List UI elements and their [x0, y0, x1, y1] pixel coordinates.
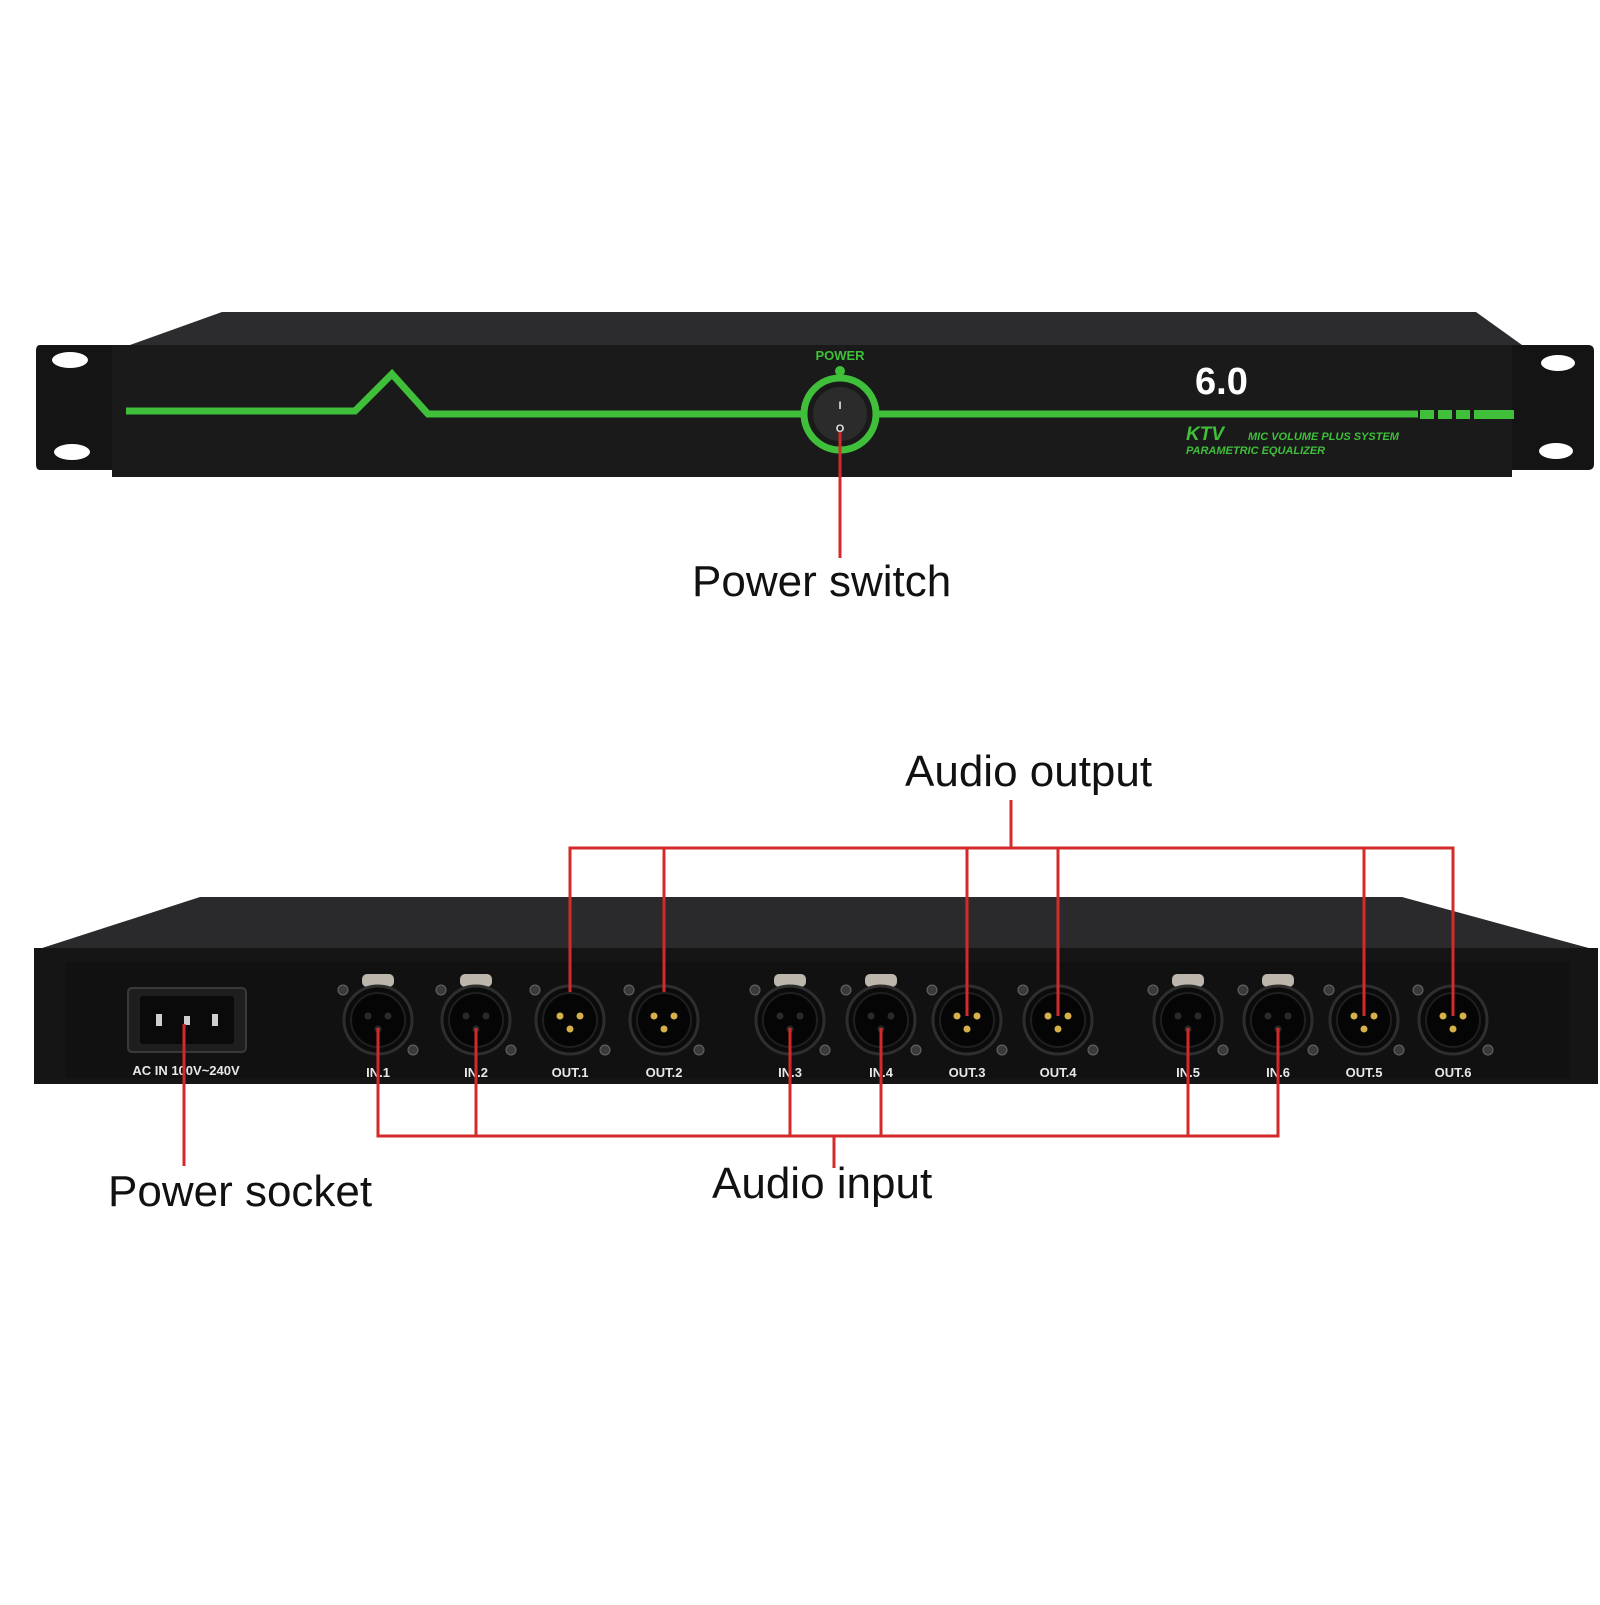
port-label: OUT.3: [949, 1065, 986, 1080]
iec-power-socket-icon[interactable]: [127, 987, 247, 1053]
power-led: [835, 366, 845, 376]
xlr-male-icon[interactable]: OUT.2: [623, 984, 705, 1080]
model-number: 6.0: [1195, 361, 1248, 403]
rack-hole-right-top: [1541, 355, 1575, 371]
xlr-male-icon[interactable]: OUT.4: [1017, 984, 1099, 1080]
subtitle-text: PARAMETRIC EQUALIZER: [1186, 445, 1325, 457]
xlr-female-icon[interactable]: IN.4: [840, 974, 922, 1080]
port-label: OUT.1: [552, 1065, 589, 1080]
callout-lines: [182, 432, 1455, 1168]
xlr-female-icon[interactable]: IN.3: [749, 974, 831, 1080]
audio-input-bracket: [376, 1028, 1280, 1138]
xlr-male-icon[interactable]: OUT.3: [926, 984, 1008, 1080]
green-line-dashes: [1420, 410, 1514, 419]
rack-hole-left-bottom: [54, 444, 90, 460]
tagline-text: MIC VOLUME PLUS SYSTEM: [1248, 431, 1400, 443]
xlr-female-icon[interactable]: IN.2: [435, 974, 517, 1080]
front-panel: POWER I O 6.0 KTV MIC VOLUME PLUS SYSTEM…: [36, 312, 1594, 477]
rack-hole-right-bottom: [1539, 443, 1573, 459]
green-waveform-line: [126, 368, 810, 418]
audio-input-callout: Audio input: [712, 1159, 933, 1208]
power-switch-callout: Power switch: [692, 557, 952, 606]
power-socket-callout: Power socket: [108, 1167, 373, 1216]
audio-output-callout: Audio output: [905, 747, 1153, 796]
switch-off-glyph: O: [836, 423, 845, 435]
xlr-male-icon[interactable]: OUT.5: [1323, 984, 1405, 1080]
port-label: OUT.6: [1435, 1065, 1472, 1080]
power-input-label: AC IN 100V~240V: [132, 1063, 240, 1078]
rear-chassis-top: [36, 897, 1596, 950]
rack-hole-left-top: [52, 352, 88, 368]
xlr-female-icon[interactable]: IN.1: [337, 974, 419, 1080]
brand-text: KTV: [1186, 424, 1225, 445]
switch-on-glyph: I: [838, 400, 841, 412]
power-label: POWER: [815, 348, 865, 363]
port-label: OUT.5: [1346, 1065, 1383, 1080]
front-chassis-top: [130, 312, 1522, 345]
port-label: OUT.2: [646, 1065, 683, 1080]
port-label: OUT.4: [1040, 1065, 1078, 1080]
xlr-male-icon[interactable]: OUT.1: [529, 984, 611, 1080]
